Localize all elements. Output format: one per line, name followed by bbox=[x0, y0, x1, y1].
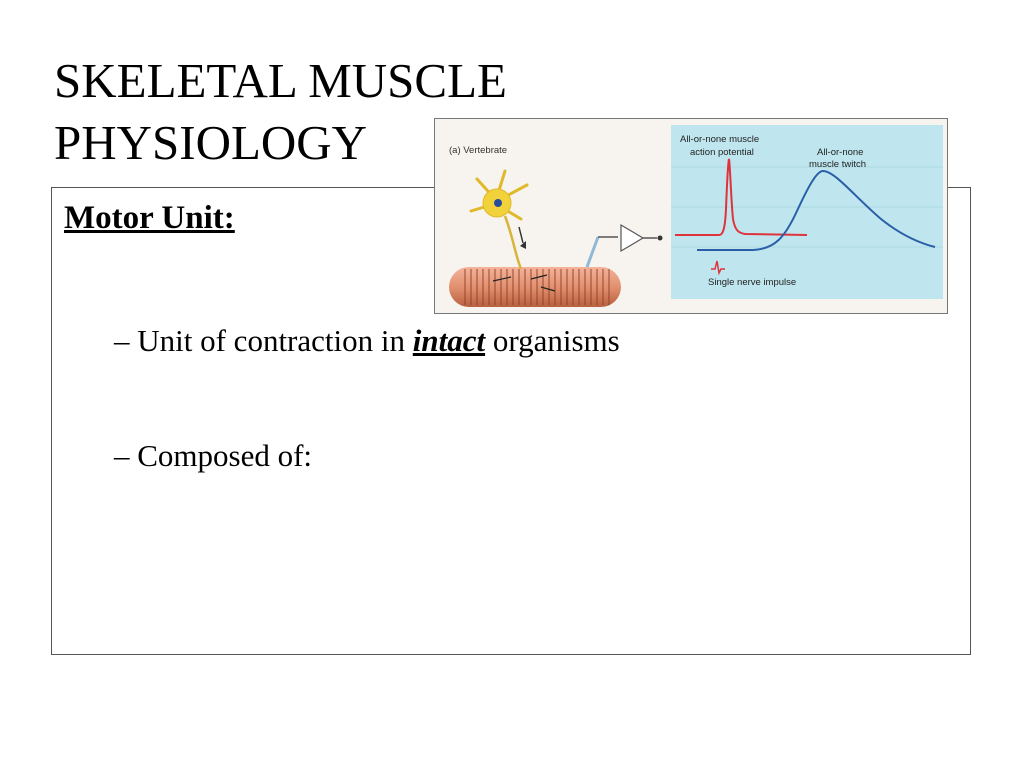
figure-illustration: (a) Vertebrate All-or-none muscle action… bbox=[449, 125, 943, 307]
amplifier-icon bbox=[620, 223, 645, 253]
muscle-twitch-trace bbox=[697, 169, 936, 251]
bullet-unit-of-contraction: – Unit of contraction in intact organism… bbox=[114, 323, 620, 359]
bullet-1-suffix: organisms bbox=[485, 323, 620, 358]
impulse-label: Single nerve impulse bbox=[708, 277, 796, 288]
recording-panel bbox=[671, 125, 943, 299]
panel-label: (a) Vertebrate bbox=[449, 145, 507, 156]
action-potential-label-1: All-or-none muscle bbox=[680, 134, 759, 145]
slide-title-line-2: PHYSIOLOGY bbox=[54, 115, 368, 170]
nerve-impulse-marker bbox=[711, 260, 725, 276]
bullet-composed-of: – Composed of: bbox=[114, 438, 313, 473]
slide-title-line-1: SKELETAL MUSCLE bbox=[54, 53, 507, 108]
bullet-1-emphasis: intact bbox=[412, 323, 486, 358]
action-potential-label-2: action potential bbox=[690, 147, 754, 158]
muscle-fiber bbox=[449, 267, 621, 307]
motor-unit-heading: Motor Unit: bbox=[64, 200, 235, 236]
motor-unit-figure: (a) Vertebrate All-or-none muscle action… bbox=[434, 118, 948, 314]
action-potential-trace bbox=[675, 158, 808, 236]
motor-neuron bbox=[469, 169, 529, 270]
slide-title: SKELETAL MUSCLE PHYSIOLOGY bbox=[54, 50, 507, 174]
recording-electrode bbox=[585, 223, 663, 268]
twitch-label-1: All-or-none bbox=[817, 147, 863, 158]
content-box: Motor Unit: – Unit of contraction in int… bbox=[51, 187, 971, 655]
twitch-label-2: muscle twitch bbox=[809, 159, 866, 170]
bullet-1-prefix: – Unit of contraction in bbox=[114, 323, 413, 358]
